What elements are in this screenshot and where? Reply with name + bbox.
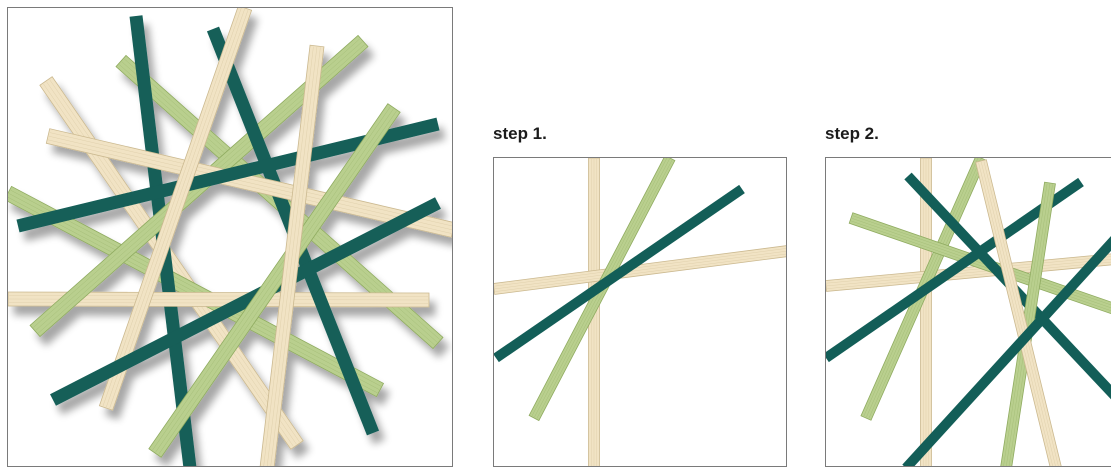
cream-strip <box>975 159 1062 466</box>
cream-strip <box>98 8 253 411</box>
cream-strip <box>920 158 932 466</box>
dark-green-strip <box>16 117 440 233</box>
star-weave-panel <box>7 7 453 467</box>
dark-green-strip <box>50 197 441 406</box>
step-2-diagram <box>826 158 1111 466</box>
dark-green-strip <box>826 177 1084 363</box>
step-1-label: step 1. <box>493 124 547 143</box>
step-1-diagram <box>494 158 786 466</box>
dark-green-strip <box>494 184 745 363</box>
star-weave-diagram <box>8 8 452 466</box>
step-1-panel <box>493 157 787 467</box>
step-2-label: step 2. <box>825 124 879 143</box>
light-green-strip <box>148 103 401 458</box>
cream-strip <box>259 44 325 466</box>
dark-green-strip <box>902 234 1111 466</box>
step-2-panel <box>825 157 1111 467</box>
